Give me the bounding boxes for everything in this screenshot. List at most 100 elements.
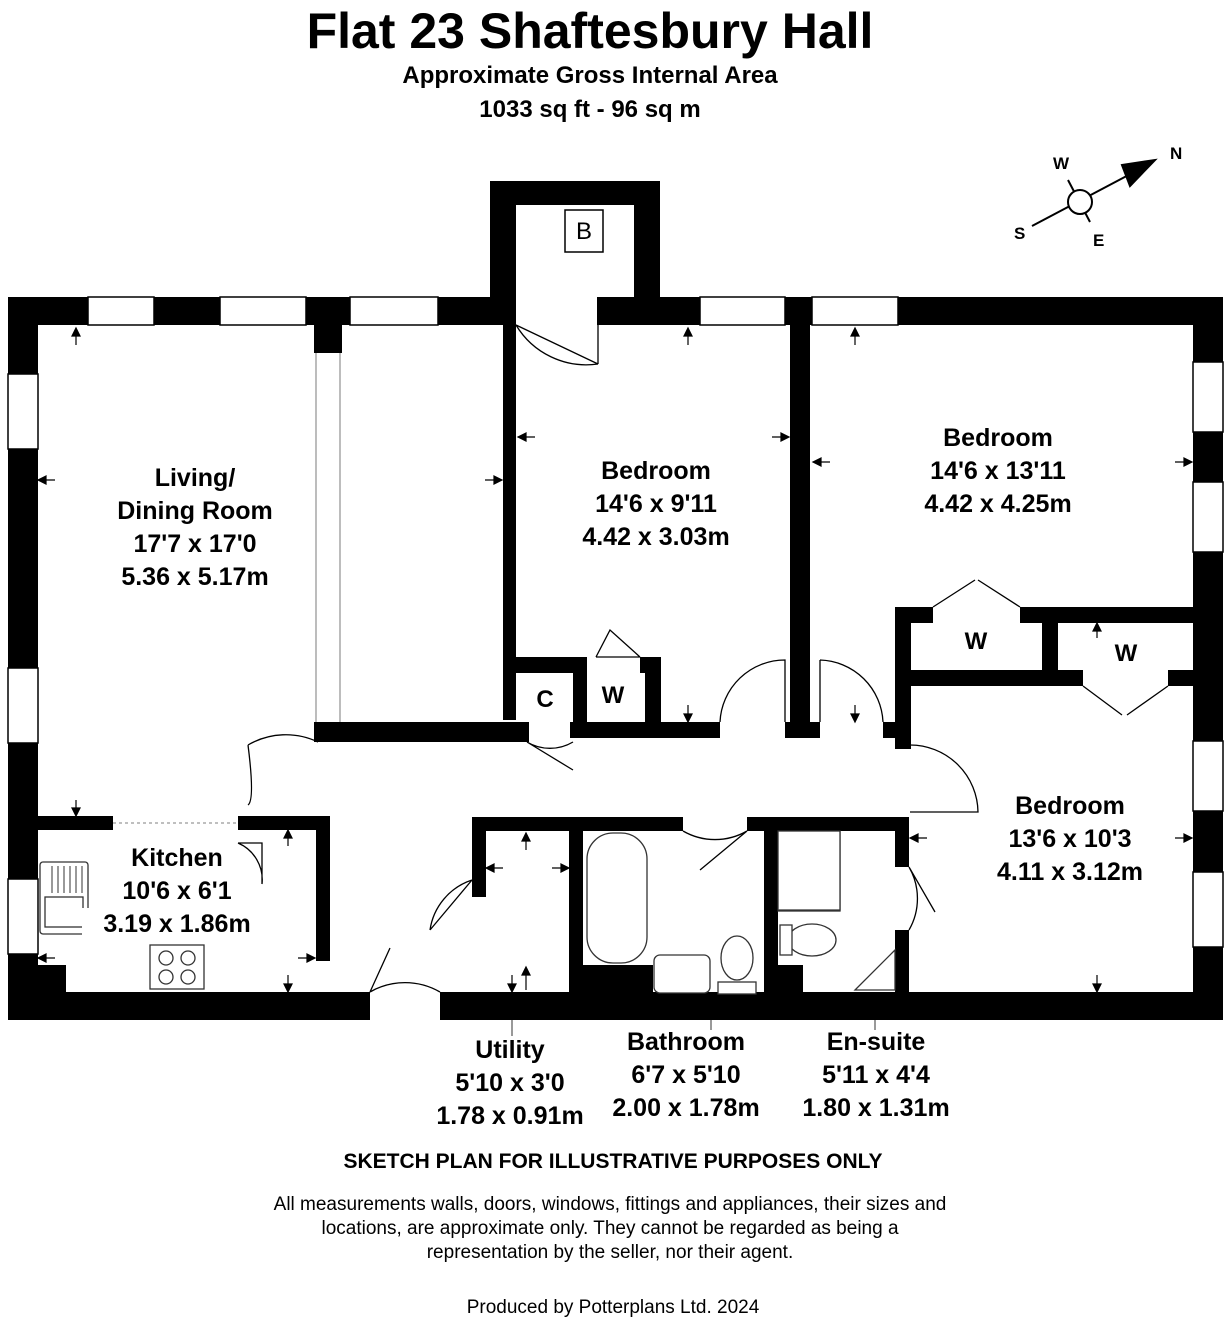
wardrobe-tag: W: [601, 682, 625, 709]
wardrobe-doors-b: [1082, 685, 1169, 716]
dimension-arrow: [1175, 833, 1194, 843]
wall-kitchen-top-a: [38, 816, 113, 830]
door-bed3: [909, 744, 979, 813]
dimension-arrow: [850, 326, 860, 345]
hob-ring: [158, 969, 174, 985]
room-metric: 1.78 x 0.91m: [436, 1102, 584, 1130]
dimension-arrow: [1092, 975, 1102, 994]
wall-bed2-bed1: [790, 325, 810, 737]
dimension-arrow: [507, 975, 517, 994]
wall-ensuite-right: [895, 817, 909, 867]
door-utility: [429, 879, 473, 931]
room-metric: 4.11 x 3.12m: [997, 858, 1143, 886]
room-metric: 5.36 x 5.17m: [121, 563, 269, 591]
wall-utility-left: [472, 817, 486, 897]
ensuite-toilet: [787, 923, 837, 957]
hob-ring: [180, 950, 196, 966]
room-living: Living/ Dining Room 17'7 x 17'0 5.36 x 5…: [95, 462, 295, 594]
door-bed1: [819, 659, 884, 723]
wall-corridor-top-a: [314, 722, 529, 742]
room-name: Bedroom: [943, 424, 1053, 452]
ensuite-toilet-cistern: [779, 924, 793, 956]
dimension-arrow: [811, 457, 830, 467]
dimension-arrow: [521, 831, 531, 850]
hob-ring: [158, 950, 174, 966]
wall-wardrobes-bottom-b: [1058, 670, 1083, 686]
boiler-box: [564, 209, 604, 253]
dimension-arrow: [485, 475, 504, 485]
dimension-arrow: [1092, 621, 1102, 638]
dimension-arrow: [71, 326, 81, 345]
window: [349, 296, 439, 326]
ensuite-basin: [853, 948, 896, 991]
wall-bottom-left: [8, 992, 370, 1020]
dimension-arrow: [71, 800, 81, 818]
window: [7, 373, 39, 450]
window: [87, 296, 155, 326]
dimension-arrow: [298, 953, 317, 963]
living-pillar: [314, 297, 342, 353]
room-utility: Utility 5'10 x 3'0 1.78 x 0.91m: [410, 1034, 610, 1133]
dimension-arrow: [36, 475, 55, 485]
wall-bottom-right: [440, 992, 1223, 1020]
disclaimer-text: All measurements walls, doors, windows, …: [273, 1194, 947, 1263]
window: [811, 296, 899, 326]
boiler-wall-right: [634, 181, 660, 325]
wall-living-bed2: [503, 325, 516, 720]
window: [7, 667, 39, 744]
compass-west: W: [1053, 154, 1070, 173]
wall-cupboard-left: [516, 657, 574, 673]
door-main: [369, 947, 441, 993]
room-imperial: 17'7 x 17'0: [133, 530, 257, 558]
room-imperial: 5'10 x 3'0: [455, 1069, 565, 1097]
room-metric: 1.80 x 1.31m: [802, 1094, 950, 1122]
dimension-arrow: [683, 326, 693, 345]
wardrobe-tag: W: [1114, 640, 1138, 667]
dimension-arrow: [521, 965, 531, 990]
door-ensuite: [908, 866, 936, 931]
plan-title: Flat 23 Shaftesbury Hall: [306, 3, 874, 59]
door-wardrobe2: [595, 628, 641, 658]
window: [1192, 361, 1224, 433]
room-metric: 4.42 x 4.25m: [924, 490, 1072, 518]
door-boiler: [515, 324, 599, 365]
dimension-arrow: [908, 833, 927, 843]
sink-basin: [44, 896, 84, 928]
wall-wardrobes-mid: [1042, 607, 1058, 685]
bath-basin: [653, 954, 711, 994]
wall-wardrobe-right: [645, 657, 661, 727]
compass: [1031, 158, 1158, 227]
room-bedroom-2: Bedroom 14'6 x 9'11 4.42 x 3.03m: [556, 455, 756, 554]
wall-utility-right: [569, 817, 583, 997]
boiler-tag: B: [575, 218, 592, 245]
dimension-arrow: [36, 953, 55, 963]
hob-ring: [180, 969, 196, 985]
room-name: En-suite: [826, 1028, 926, 1056]
window: [1192, 871, 1224, 948]
wall-utility-top: [472, 817, 590, 831]
bathtub: [586, 832, 648, 964]
door-living: [247, 734, 319, 806]
wall-kitchen-top-b: [238, 816, 330, 830]
wall-bath-bottom: [583, 965, 653, 1000]
room-imperial: 14'6 x 13'11: [930, 457, 1066, 485]
dimension-arrow: [552, 863, 571, 873]
room-name: Bedroom: [1015, 792, 1125, 820]
wall-bed3-left: [895, 737, 911, 749]
dimension-arrow: [850, 705, 860, 724]
wall-wardrobes-bottom-c: [1168, 670, 1193, 686]
compass-east: E: [1093, 231, 1105, 250]
room-name: Kitchen: [131, 842, 223, 875]
room-metric: 2.00 x 1.78m: [612, 1094, 760, 1122]
compass-south: S: [1014, 224, 1026, 243]
wall-wardrobe-top: [640, 657, 660, 673]
room-name: Bedroom: [601, 457, 711, 485]
room-kitchen: Kitchen 10'6 x 6'1 3.19 x 1.86m: [82, 842, 272, 941]
room-bedroom-1: Bedroom 14'6 x 13'11 4.42 x 4.25m: [898, 422, 1098, 521]
dimension-arrow: [283, 828, 293, 846]
room-name: Bathroom: [626, 1028, 746, 1056]
window: [699, 296, 786, 326]
wall-corridor-top-c: [785, 722, 820, 738]
wall-wardrobes-top-b: [1020, 607, 1193, 623]
